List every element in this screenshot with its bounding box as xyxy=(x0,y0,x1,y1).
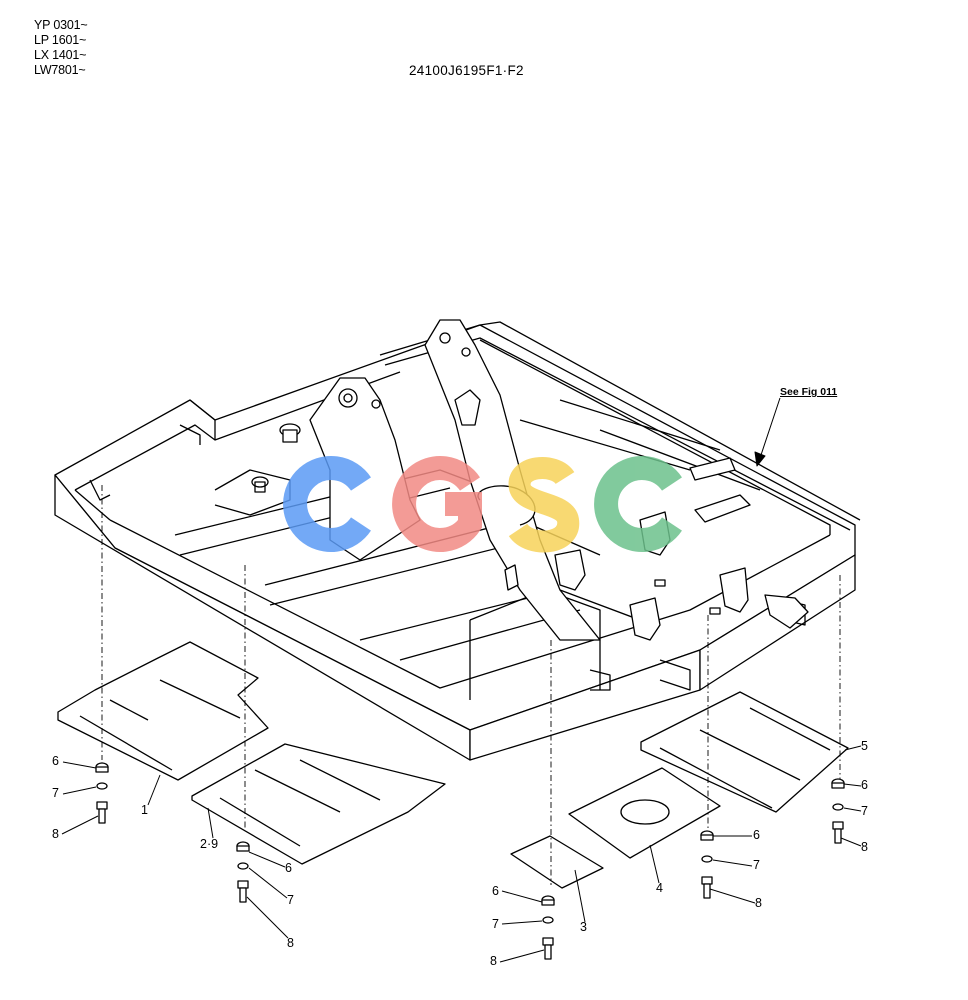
callout-4: 4 xyxy=(656,881,663,895)
cover-5 xyxy=(640,691,849,813)
callout-7: 7 xyxy=(861,804,868,818)
watermark-letter-c1 xyxy=(283,456,371,552)
callout-8: 8 xyxy=(287,936,294,950)
callout-7: 7 xyxy=(753,858,760,872)
serial-range-lp: LP 1601~ xyxy=(34,33,87,47)
watermark-cgsc xyxy=(283,456,682,553)
serial-range-yp: YP 0301~ xyxy=(34,18,88,32)
frame-mounts xyxy=(504,457,809,641)
drawing-code: 24100J6195F1·F2 xyxy=(409,63,524,78)
callout-8: 8 xyxy=(755,896,762,910)
serial-range-lw: LW7801~ xyxy=(34,63,86,77)
callout-6: 6 xyxy=(753,828,760,842)
see-fig-reference: See Fig 011 xyxy=(780,386,838,398)
callout-2-9: 2·9 xyxy=(200,837,219,851)
fasteners xyxy=(95,762,845,960)
callout-8: 8 xyxy=(861,840,868,854)
callout-6: 6 xyxy=(861,778,868,792)
watermark-letter-c2 xyxy=(594,456,682,552)
watermark-letter-g xyxy=(392,456,482,552)
callout-7: 7 xyxy=(492,917,499,931)
callout-8: 8 xyxy=(52,827,59,841)
watermark-letter-s xyxy=(508,457,580,553)
callout-7: 7 xyxy=(287,893,294,907)
callout-7: 7 xyxy=(52,786,59,800)
serial-ranges: YP 0301~ LP 1601~ LX 1401~ LW7801~ xyxy=(34,18,88,78)
callout-1: 1 xyxy=(141,803,148,817)
callout-6: 6 xyxy=(492,884,499,898)
cover-4 xyxy=(568,767,721,859)
callout-8: 8 xyxy=(490,954,497,968)
callout-6: 6 xyxy=(285,861,292,875)
callout-5: 5 xyxy=(861,739,868,753)
callout-3: 3 xyxy=(580,920,587,934)
cover-2-9 xyxy=(191,743,446,865)
cover-3 xyxy=(510,835,604,889)
callout-6: 6 xyxy=(52,754,59,768)
cover-1 xyxy=(57,641,269,781)
serial-range-lx: LX 1401~ xyxy=(34,48,87,62)
